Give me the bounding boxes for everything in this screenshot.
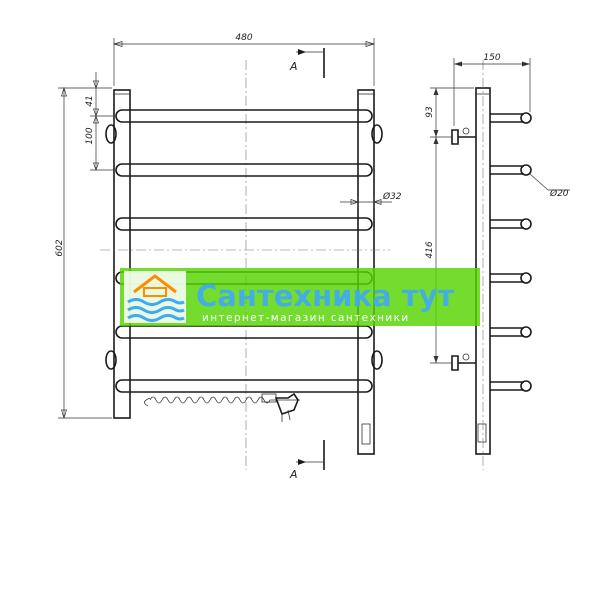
side-rung [490,380,532,392]
rung [115,379,373,393]
rung [115,325,373,339]
side-view: 150 93 416 Ø20 [425,53,570,470]
heating-cable-coil [149,396,271,404]
section-mark-top-label: A [289,60,298,73]
watermark-tagline: интернет-магазин сантехники [202,312,410,324]
mount-boss [371,124,383,144]
dim-rung-spacing-label: 100 [85,127,95,144]
rung [115,217,373,231]
dim-width: 480 [112,33,376,86]
dim-mount-spacing: 416 [425,137,452,364]
dim-rung-spacing: 100 [85,114,114,172]
control-box [361,423,371,445]
dim-depth: 150 [453,53,531,126]
house-waves-logo [124,271,186,323]
side-rung [490,272,532,284]
power-plug [261,392,299,422]
rung [115,163,373,177]
left-post [113,89,131,419]
side-rung [490,326,532,338]
rung [115,109,373,123]
side-rung [490,218,532,230]
section-mark-bottom: A [289,440,325,481]
section-mark-top: A [289,48,325,78]
mount-boss [105,124,117,144]
dim-width-label: 480 [235,33,252,43]
dim-mount-top-label: 93 [425,106,435,118]
side-rung [490,164,532,176]
rungs [115,109,373,393]
dim-height: 602 [55,86,112,420]
side-rung [490,112,532,124]
dim-top-offset: 41 [85,72,114,118]
dim-rung: Ø20 [529,173,570,199]
side-rungs [490,112,532,392]
watermark: Сантехника тут интернет-магазин сантехни… [120,268,480,326]
dim-mount-spacing-label: 416 [425,241,435,258]
section-mark-bottom-label: A [289,468,298,481]
dim-rung-label: Ø20 [549,188,569,199]
wall-mounts [105,124,383,370]
dim-depth-label: 150 [483,53,500,63]
dim-height-label: 602 [55,239,65,256]
dim-tube-label: Ø32 [382,191,402,202]
dim-top-offset-label: 41 [85,95,95,106]
side-control-box [477,423,487,443]
watermark-brand: Сантехника тут [196,279,454,313]
side-wall-mounts [451,127,476,371]
front-view: 480 602 41 100 [55,33,402,481]
dim-mount-top: 93 [425,87,474,138]
dim-tube: Ø32 [340,191,402,208]
mount-boss [105,350,117,370]
mount-boss [371,350,383,370]
